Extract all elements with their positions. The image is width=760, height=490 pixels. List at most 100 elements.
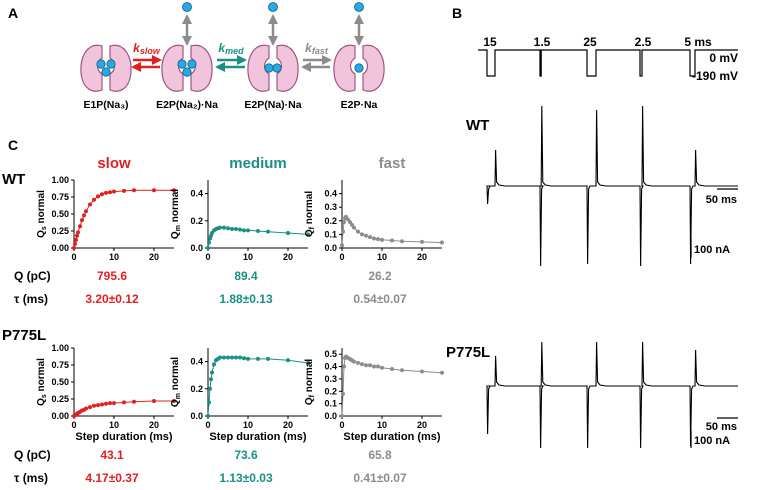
p775l-scale-bars: 50 ms 100 nA	[690, 417, 738, 448]
plot-title: slow	[97, 155, 131, 172]
data-point	[207, 240, 211, 245]
x-tick-label: 10	[243, 252, 253, 262]
data-point	[256, 356, 260, 361]
data-point	[364, 233, 368, 238]
data-point	[209, 377, 213, 382]
data-point	[74, 237, 78, 242]
x-tick-label: 20	[149, 420, 159, 430]
data-point	[342, 364, 346, 369]
x-axis-label: Step duration (ms)	[343, 431, 441, 443]
data-point	[266, 356, 270, 361]
x-tick-label: 20	[149, 252, 159, 262]
duration-label-1: 1.5	[534, 35, 551, 49]
tau-value: 1.88±0.13	[219, 292, 273, 306]
duration-label-3: 2.5	[635, 35, 652, 49]
sodium-ion	[177, 59, 187, 69]
y-tick-label: 0.50	[51, 209, 69, 219]
released-sodium-ion	[354, 2, 364, 12]
x-axis-label: Step duration (ms)	[209, 431, 307, 443]
transporter-body	[190, 44, 213, 92]
data-point	[242, 356, 246, 361]
tau-value: 0.41±0.07	[353, 471, 407, 485]
transporter-body	[276, 44, 299, 92]
q-value: 43.1	[100, 448, 124, 462]
protocol-trace	[478, 49, 738, 77]
data-point	[132, 399, 136, 404]
data-point	[266, 229, 270, 234]
duration-label-0: 15	[483, 35, 497, 49]
data-point	[372, 236, 376, 241]
data-point	[152, 188, 156, 193]
data-point	[364, 363, 368, 368]
data-point	[340, 243, 344, 248]
tau-value: 1.13±0.03	[219, 471, 273, 485]
y-tick-label: 0.2	[324, 216, 337, 226]
plot-title: fast	[379, 155, 406, 172]
data-point	[368, 363, 372, 368]
level-label-0mv: 0 mV	[709, 51, 738, 65]
y-tick-label: 0.3	[324, 374, 337, 384]
tau-value: 0.54±0.07	[353, 292, 407, 306]
wt-current-trace	[486, 105, 738, 267]
panel-label-c: C	[8, 137, 18, 153]
data-point	[360, 362, 364, 367]
data-point	[390, 238, 394, 243]
data-point	[172, 188, 176, 193]
data-point	[360, 232, 364, 237]
data-point	[420, 369, 424, 374]
y-tick-label: 0.50	[51, 377, 69, 387]
y-tick-label: 0.2	[190, 216, 203, 226]
q-value: 26.2	[368, 269, 392, 283]
q-value: 65.8	[368, 448, 392, 462]
data-point	[380, 237, 384, 242]
rate-label-slow: kslow	[133, 41, 161, 56]
data-point	[104, 401, 108, 406]
tau-label-wt: τ (ms)	[14, 292, 48, 306]
transporter-body	[362, 44, 385, 92]
data-point	[122, 400, 126, 405]
y-tick-label: 0.75	[51, 192, 69, 202]
data-point	[88, 405, 92, 410]
y-axis-label: Qf normal	[304, 359, 316, 405]
y-tick-label: 0.0	[190, 411, 203, 421]
sodium-ion	[354, 63, 364, 73]
tau-label-p775l: τ (ms)	[14, 471, 48, 485]
data-point	[207, 400, 211, 405]
x-tick-label: 20	[417, 252, 427, 262]
data-point	[222, 225, 226, 230]
data-point	[84, 406, 88, 411]
released-sodium-ion	[268, 2, 278, 12]
data-point	[226, 355, 230, 360]
sodium-ion	[264, 63, 274, 73]
data-point	[230, 226, 234, 231]
q-value: 73.6	[234, 448, 258, 462]
state-label-2: E2P(Na)·Na	[244, 99, 301, 111]
y-tick-label: 0.0	[324, 411, 337, 421]
data-point	[172, 399, 176, 404]
y-tick-label: 0.25	[51, 394, 69, 404]
data-point	[390, 367, 394, 372]
x-tick-label: 20	[417, 420, 427, 430]
wt-scale-bars: 50 ms 100 nA	[690, 188, 738, 258]
q-value: 89.4	[234, 269, 258, 283]
data-point	[372, 364, 376, 369]
data-point	[440, 370, 444, 375]
data-point	[212, 362, 216, 367]
x-axis-label: Step duration (ms)	[75, 431, 173, 443]
data-point	[112, 401, 116, 406]
y-tick-label: 0.1	[324, 399, 337, 409]
data-point	[206, 246, 210, 250]
sodium-ion	[101, 67, 111, 77]
y-tick-label: 0.00	[51, 411, 69, 421]
x-tick-label: 10	[377, 420, 387, 430]
y-tick-label: 0.2	[324, 386, 337, 396]
q-label-wt: Q (pC)	[14, 269, 51, 283]
p775l-current-trace	[486, 341, 738, 449]
transporter-body	[109, 44, 132, 92]
data-point	[96, 194, 100, 199]
data-point	[238, 355, 242, 360]
